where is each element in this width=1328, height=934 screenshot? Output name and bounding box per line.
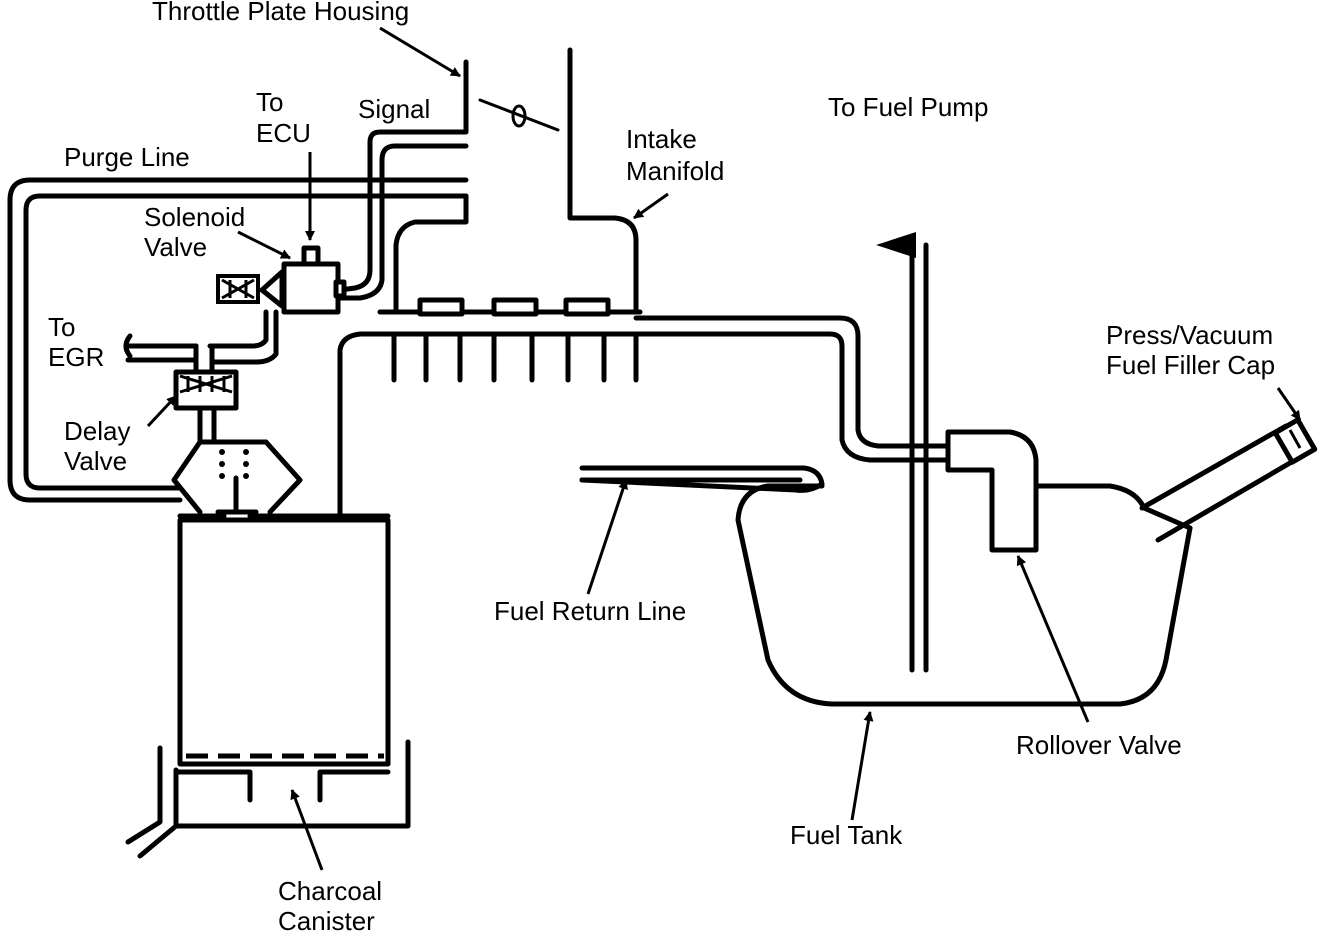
signal-line	[337, 143, 469, 301]
fuel-filler-neck	[1139, 417, 1318, 543]
fuel-pump-line	[876, 232, 929, 673]
delay-valve	[171, 369, 303, 515]
throttle-plate-housing-label: Throttle Plate Housing	[152, 0, 409, 26]
throttle-plate-housing	[337, 47, 639, 315]
signal-label: Signal	[358, 94, 430, 124]
intake-manifold-label-line2: Manifold	[626, 156, 724, 186]
charcoal-canister-label-line2: Canister	[278, 906, 375, 934]
intake-manifold	[377, 297, 643, 383]
to-ecu-label-line1: To	[256, 87, 283, 117]
fuel-tank-label: Fuel Tank	[790, 820, 903, 850]
purge-line	[7, 177, 469, 503]
delay-valve-label-line1: Delay	[64, 416, 130, 446]
delay-valve-label-line2: Valve	[64, 446, 127, 476]
egr-line	[123, 333, 215, 375]
purge-line-label: Purge Line	[64, 142, 190, 172]
solenoid-valve	[207, 245, 347, 365]
rollover-valve-label: Rollover Valve	[1016, 730, 1182, 760]
charcoal-canister-label-line1: Charcoal	[278, 876, 382, 906]
fuel-filler-cap-label-line2: Fuel Filler Cap	[1106, 350, 1275, 380]
to-fuel-pump-label: To Fuel Pump	[828, 92, 988, 122]
solenoid-valve-label-line2: Valve	[144, 232, 207, 262]
fuel-filler-cap-label-line1: Press/Vacuum	[1106, 320, 1273, 350]
to-egr-label-line2: EGR	[48, 342, 104, 372]
solenoid-valve-label-line1: Solenoid	[144, 202, 245, 232]
to-egr-label-line1: To	[48, 312, 75, 342]
rollover-valve	[945, 429, 1039, 553]
vapor-line	[337, 315, 951, 519]
charcoal-canister	[125, 513, 411, 859]
fuel-return-line-label: Fuel Return Line	[494, 596, 686, 626]
to-ecu-label-line2: ECU	[256, 118, 311, 148]
leader-arrows	[146, 26, 1302, 871]
intake-manifold-label-line1: Intake	[626, 124, 697, 154]
fuel-tank	[735, 483, 1193, 707]
